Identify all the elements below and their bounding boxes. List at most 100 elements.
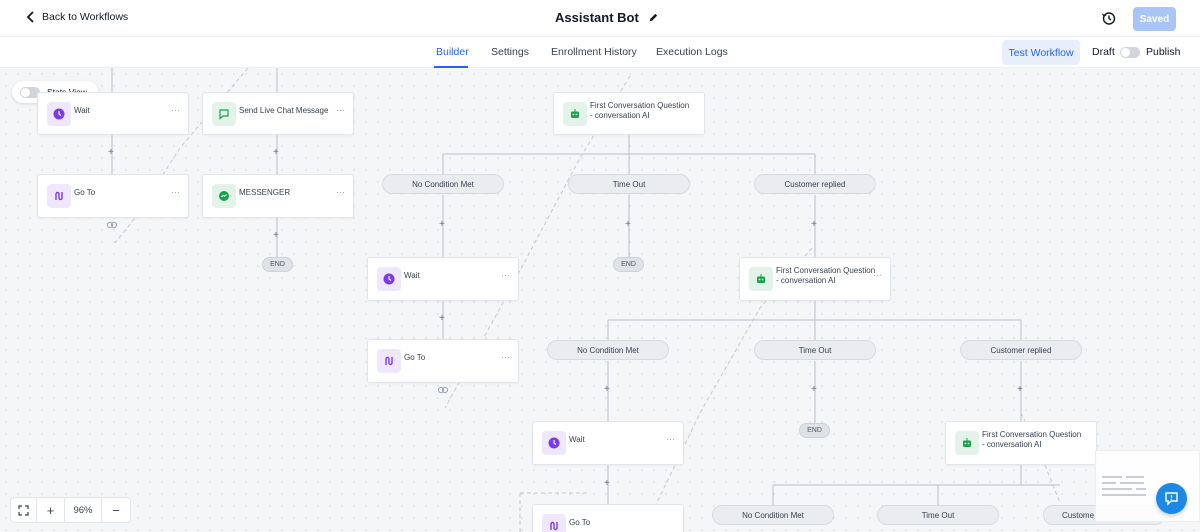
first-conversation-question-node[interactable]: First Conversation Question - conversati… xyxy=(945,421,1097,465)
top-bar: Back to Workflows Assistant Bot Saved xyxy=(0,0,1200,37)
zoom-level: 96% xyxy=(65,498,102,522)
publish-label: Publish xyxy=(1146,46,1181,58)
node-label: Wait xyxy=(74,106,90,115)
messenger-icon xyxy=(212,184,236,208)
tab-builder[interactable]: Builder xyxy=(436,46,469,58)
route-icon xyxy=(542,514,566,532)
node-label: MESSENGER xyxy=(239,188,291,197)
workflow-title-text: Assistant Bot xyxy=(555,10,639,25)
zoom-in-button[interactable]: + xyxy=(37,498,65,522)
more-options-icon[interactable]: ··· xyxy=(873,270,882,280)
link-icon[interactable] xyxy=(106,219,118,231)
test-workflow-button[interactable]: Test Workflow xyxy=(1002,40,1080,65)
draft-label: Draft xyxy=(1092,46,1115,58)
add-step-button[interactable]: + xyxy=(108,147,114,158)
first-conversation-question-node[interactable]: First Conversation Question - conversati… xyxy=(553,92,705,135)
node-label-line1: First Conversation Question xyxy=(590,101,690,110)
wait-node[interactable]: Wait ··· xyxy=(532,421,684,465)
clock-icon xyxy=(377,267,401,291)
tab-bar: Builder Settings Enrollment History Exec… xyxy=(0,37,1200,68)
add-step-button[interactable]: + xyxy=(604,478,610,489)
wait-node[interactable]: Wait ··· xyxy=(37,92,189,135)
node-label-line2: - conversation AI xyxy=(590,111,650,120)
more-options-icon[interactable]: ··· xyxy=(336,187,345,197)
support-chat-button[interactable] xyxy=(1156,483,1187,514)
add-step-button[interactable]: + xyxy=(604,384,610,395)
more-options-icon[interactable]: ··· xyxy=(336,105,345,115)
pencil-icon[interactable] xyxy=(648,12,659,23)
more-options-icon[interactable]: ··· xyxy=(501,352,510,362)
branch-time-out[interactable]: Time Out xyxy=(568,174,690,194)
add-step-button[interactable]: + xyxy=(273,147,279,158)
publish-toggle[interactable] xyxy=(1120,47,1140,58)
node-label: Wait xyxy=(404,271,420,280)
messenger-node[interactable]: MESSENGER ··· xyxy=(202,174,354,218)
more-options-icon[interactable]: ··· xyxy=(501,270,510,280)
chat-bubble-icon xyxy=(212,102,236,126)
goto-node[interactable]: Go To ··· xyxy=(367,339,519,383)
node-label-line1: First Conversation Question xyxy=(776,266,876,275)
node-label: Go To xyxy=(74,188,96,197)
wait-node[interactable]: Wait ··· xyxy=(367,257,519,301)
route-icon xyxy=(47,184,71,208)
chevron-left-icon xyxy=(26,11,34,23)
add-step-button[interactable]: + xyxy=(625,219,631,230)
stats-toggle-switch[interactable] xyxy=(20,87,40,98)
node-label-line2: - conversation AI xyxy=(776,276,836,285)
back-to-workflows-link[interactable]: Back to Workflows xyxy=(26,11,128,23)
robot-icon xyxy=(955,431,979,455)
node-label-line1: First Conversation Question xyxy=(982,430,1082,439)
clock-icon xyxy=(542,431,566,455)
chat-icon xyxy=(1165,492,1178,506)
branch-no-condition-met[interactable]: No Condition Met xyxy=(547,340,669,360)
add-step-button[interactable]: + xyxy=(1017,384,1023,395)
node-label: Wait xyxy=(569,435,585,444)
end-marker: END xyxy=(799,423,830,438)
goto-node[interactable]: Go To xyxy=(532,504,684,532)
fit-view-icon[interactable] xyxy=(11,498,37,522)
add-step-button[interactable]: + xyxy=(439,313,445,324)
end-marker: END xyxy=(262,257,293,272)
add-step-button[interactable]: + xyxy=(273,230,279,241)
branch-no-condition-met[interactable]: No Condition Met xyxy=(382,174,504,194)
route-icon xyxy=(377,349,401,373)
more-options-icon[interactable]: ··· xyxy=(666,434,675,444)
node-label: Go To xyxy=(569,518,591,527)
robot-icon xyxy=(749,267,773,291)
tab-settings[interactable]: Settings xyxy=(491,46,529,58)
clock-icon xyxy=(47,102,71,126)
branch-time-out[interactable]: Time Out xyxy=(877,505,999,525)
tab-enrollment-history[interactable]: Enrollment History xyxy=(551,46,637,58)
link-icon[interactable] xyxy=(437,384,449,396)
more-options-icon[interactable]: ··· xyxy=(171,187,180,197)
node-label: First Conversation Question - conversati… xyxy=(982,430,1081,450)
node-label-line2: - conversation AI xyxy=(982,440,1042,449)
goto-node[interactable]: Go To ··· xyxy=(37,174,189,218)
workflow-canvas[interactable]: Stats View Wait ··· Go To ··· Send Live … xyxy=(0,68,1200,532)
robot-icon xyxy=(563,102,587,126)
tab-execution-logs[interactable]: Execution Logs xyxy=(656,46,728,58)
back-label: Back to Workflows xyxy=(42,11,129,23)
first-conversation-question-node[interactable]: First Conversation Question - conversati… xyxy=(739,257,891,301)
branch-no-condition-met[interactable]: No Condition Met xyxy=(712,505,834,525)
branch-customer-replied[interactable]: Customer replied xyxy=(960,340,1082,360)
send-live-chat-node[interactable]: Send Live Chat Message ··· xyxy=(202,92,354,135)
add-step-button[interactable]: + xyxy=(811,384,817,395)
workflow-title: Assistant Bot xyxy=(555,10,659,25)
node-label: First Conversation Question - conversati… xyxy=(590,101,689,121)
saved-button[interactable]: Saved xyxy=(1133,7,1176,31)
more-options-icon[interactable]: ··· xyxy=(171,105,180,115)
branch-time-out[interactable]: Time Out xyxy=(754,340,876,360)
active-tab-indicator xyxy=(434,66,468,68)
zoom-out-button[interactable]: − xyxy=(112,502,120,518)
minimap[interactable] xyxy=(1095,450,1200,522)
node-label: Send Live Chat Message xyxy=(239,106,329,115)
add-step-button[interactable]: + xyxy=(811,219,817,230)
end-marker: END xyxy=(613,257,644,272)
node-label: First Conversation Question - conversati… xyxy=(776,266,875,286)
node-label: Go To xyxy=(404,353,426,362)
zoom-controls: + 96% − xyxy=(10,497,131,523)
branch-customer-replied[interactable]: Customer replied xyxy=(754,174,876,194)
history-icon[interactable] xyxy=(1101,10,1117,26)
add-step-button[interactable]: + xyxy=(439,219,445,230)
